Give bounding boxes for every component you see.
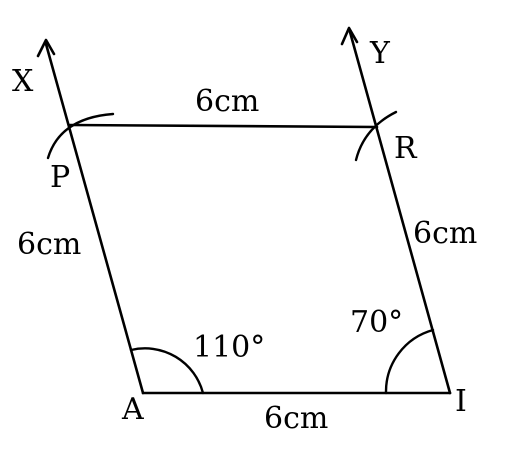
vertex-label-r: R xyxy=(394,131,418,166)
label-y: Y xyxy=(369,36,391,71)
angle-arc-i xyxy=(384,328,435,395)
ray-iy-arrowhead xyxy=(340,26,359,46)
vertex-label-a: A xyxy=(121,392,144,427)
measure-side-ir: 6cm xyxy=(413,216,477,251)
measure-angle-a: 110° xyxy=(193,330,265,365)
measure-side-ap: 6cm xyxy=(17,227,81,262)
construction-arc-p xyxy=(46,112,115,160)
measure-side-ai: 6cm xyxy=(264,401,328,436)
measure-angle-i: 70° xyxy=(350,305,403,340)
ray-ax xyxy=(44,42,145,395)
angle-arc-a xyxy=(129,347,205,395)
vertex-label-p: P xyxy=(50,160,70,195)
construction-arc-r xyxy=(354,110,398,162)
ray-ax-arrowhead xyxy=(36,38,56,58)
measure-side-pr: 6cm xyxy=(195,84,259,119)
vertex-label-i: I xyxy=(455,384,467,419)
label-x: X xyxy=(12,64,34,99)
ray-iy xyxy=(348,30,452,395)
side-pr xyxy=(68,123,379,129)
